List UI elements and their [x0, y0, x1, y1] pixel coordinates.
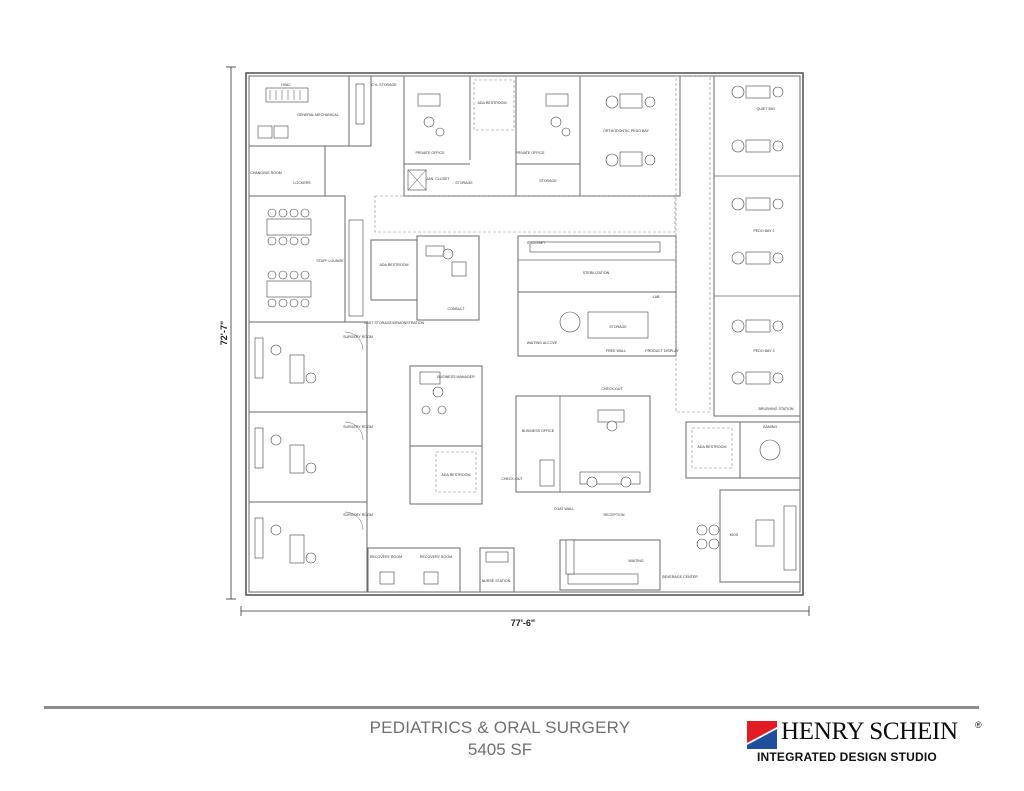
room-label-ada-top: ADA RESTROOM: [380, 263, 409, 267]
room-label-reception: RECEPTION: [604, 513, 625, 517]
room-labels: HVAC GENERAL MECHANICAL CYL STORAGE CHAN…: [250, 83, 794, 583]
room-label-waiting: WAITING: [628, 559, 643, 563]
center-rooms: [367, 235, 677, 593]
room-label-kids: KIDS: [730, 533, 739, 537]
room-label-changing: CHANGING ROOM: [250, 171, 282, 175]
room-label-coat-wall: COAT WALL: [554, 507, 574, 511]
room-label-sterilization: STERILIZATION: [583, 271, 610, 275]
room-label-recovery-2: RECOVERY ROOM: [420, 555, 452, 559]
brand-name: HENRY SCHEIN: [781, 718, 958, 745]
room-label-surgery-2: SURGERY ROOM: [343, 425, 373, 429]
room-label-ada-right: ADA RESTROOM: [698, 445, 727, 449]
room-label-free-wall: FREE WALL: [606, 349, 626, 353]
room-label-storage-2: STORAGE: [539, 179, 557, 183]
room-label-staff-lounge: STAFF LOUNGE: [316, 259, 344, 263]
room-label-jan-closet: JAN. CLOSET: [426, 177, 450, 181]
room-label-ada-mid: ADA RESTROOM: [478, 101, 507, 105]
room-label-beverage: BEVERAGE CENTER: [662, 575, 698, 579]
room-label-nurse-station: NURSE STATION: [482, 579, 511, 583]
room-label-hvac: HVAC: [281, 83, 291, 87]
footer-divider: [44, 706, 979, 709]
room-label-it-closet: IT CLOSET: [527, 241, 546, 245]
title-block: PEDIATRICS & ORAL SURGERY 5405 SF: [300, 717, 700, 761]
project-title: PEDIATRICS & ORAL SURGERY: [369, 718, 631, 737]
room-label-gaming: GAMING: [763, 425, 778, 429]
width-dimension-label: 77'-6": [511, 618, 535, 628]
room-label-surgery-1: SURGERY ROOM: [343, 335, 373, 339]
top-center-wing: [403, 75, 681, 197]
brand-subtitle: INTEGRATED DESIGN STUDIO: [757, 750, 937, 764]
left-wing: [248, 75, 372, 593]
room-label-lab: LAB: [653, 295, 660, 299]
floor-plan: 72'-7" 77'-6": [219, 66, 810, 628]
right-wing: [685, 75, 801, 583]
room-label-lockers: LOCKERS: [293, 181, 311, 185]
height-dimension-label: 72'-7": [219, 321, 229, 345]
room-label-waiting-alcove: WAITING ALCOVE: [527, 341, 558, 345]
room-label-product-display: PRODUCT DISPLAY: [645, 349, 679, 353]
room-label-business-manager: BUSINESS MANAGER: [437, 375, 475, 379]
corridor-north: [374, 195, 676, 233]
room-label-mechanical: GENERAL MECHANICAL: [297, 113, 339, 117]
room-label-brushing: BRUSHING STATION: [758, 407, 793, 411]
project-area: 5405 SF: [467, 740, 533, 759]
room-label-pedo-bay-3: PEDO BAY 3: [753, 349, 774, 353]
room-label-private-office-2: PRIVATE OFFICE: [515, 151, 545, 155]
room-label-check-out: CHECK-OUT: [601, 387, 623, 391]
room-label-pedo-bay-2: PEDO BAY 2: [753, 229, 774, 233]
room-label-consult: CONSULT: [448, 307, 466, 311]
registered-mark: ®: [975, 720, 982, 730]
room-label-ortho-bay: ORTHODONTIC PEDO BAY: [603, 129, 649, 133]
room-label-quiet-bay: QUIET BAY: [757, 107, 776, 111]
room-label-check-out-2: CHECK-OUT: [501, 477, 523, 481]
building-outline: [245, 72, 804, 596]
width-dimension: 77'-6": [240, 606, 810, 628]
room-label-recovery-1: RECOVERY ROOM: [370, 555, 402, 559]
room-label-surgery-3: SURGERY ROOM: [343, 513, 373, 517]
corridor-east: [675, 75, 711, 413]
henry-schein-flag-icon: [747, 721, 777, 749]
height-dimension: 72'-7": [219, 66, 236, 600]
room-label-storage-1: STORAGE: [455, 181, 473, 185]
brand-logo: HENRY SCHEIN ® INTEGRATED DESIGN STUDIO: [747, 718, 997, 768]
room-label-cyl-storage: CYL STORAGE: [371, 83, 397, 87]
room-label-storage-3: STORAGE: [609, 325, 627, 329]
room-label-ada-low: ADA RESTROOM: [442, 473, 471, 477]
room-label-business-office: BUSINESS OFFICE: [522, 429, 555, 433]
room-label-cast: CAST STORAGE/DEMONSTRATION: [364, 321, 425, 325]
room-label-private-office-1: PRIVATE OFFICE: [415, 151, 445, 155]
